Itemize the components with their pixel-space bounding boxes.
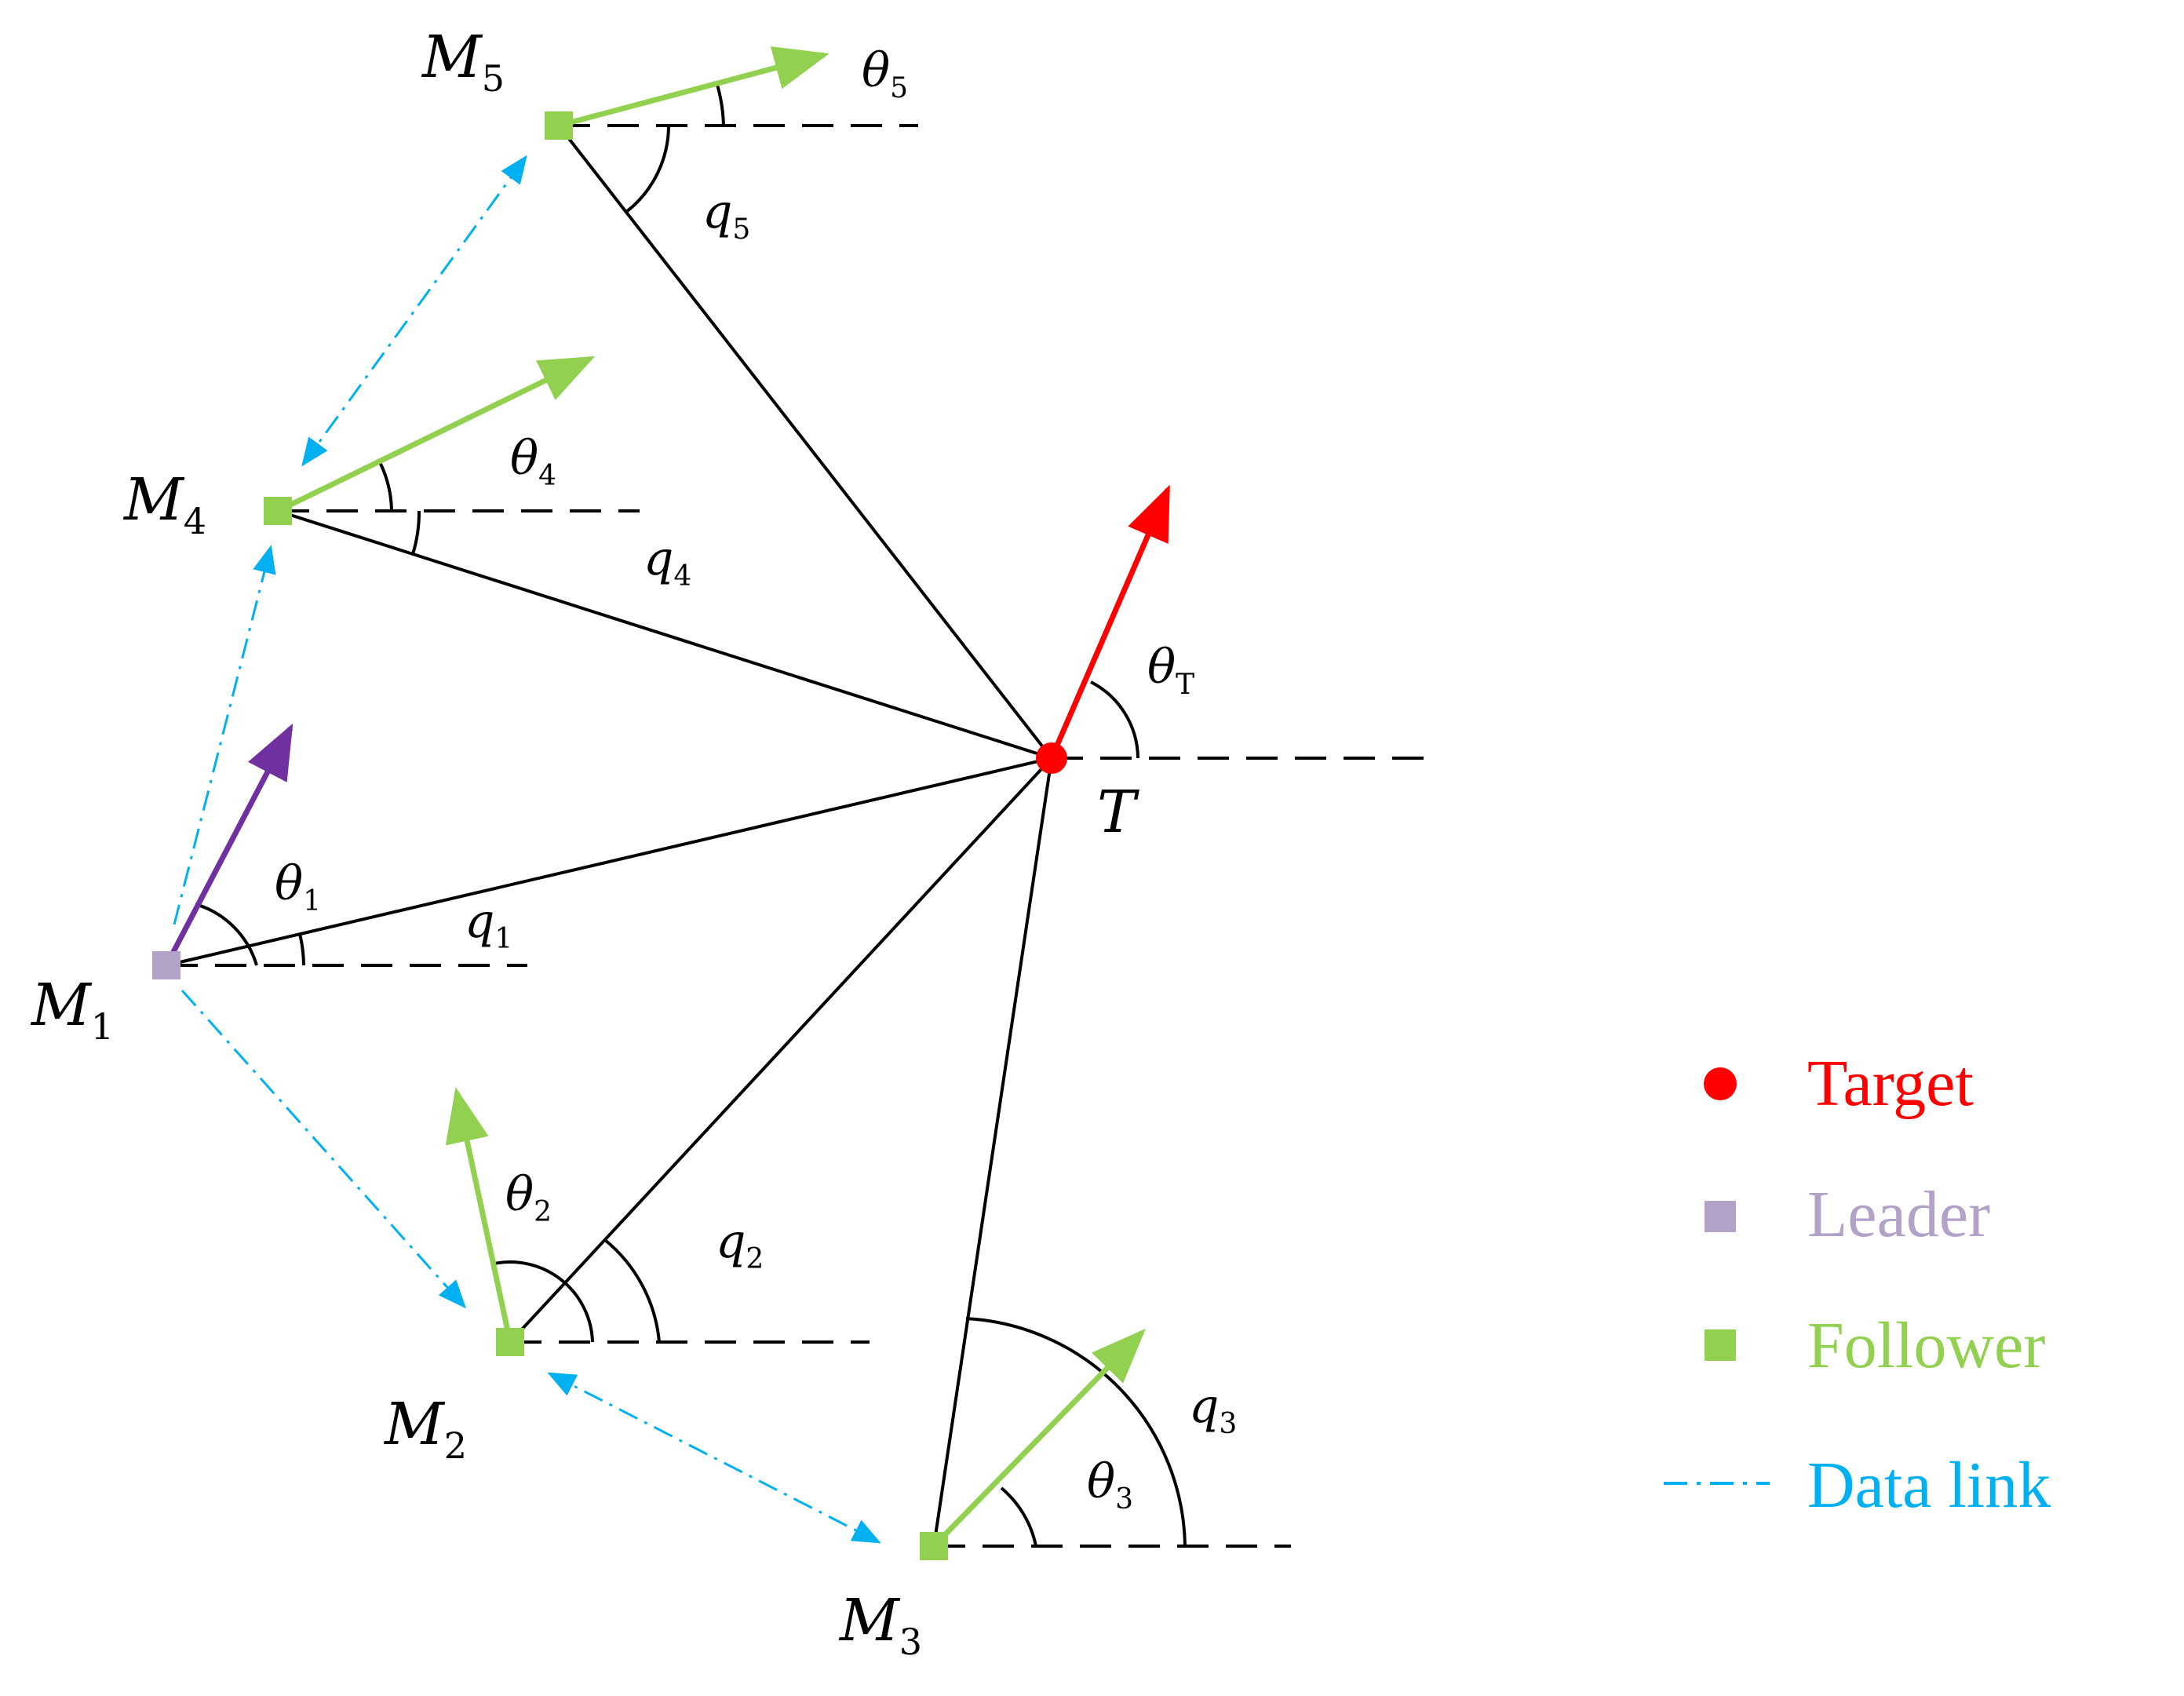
arc-theta5: [716, 84, 725, 126]
label-theta5: θ5: [862, 43, 908, 104]
los-m2: [509, 757, 1053, 1344]
label-q2: q2: [716, 1214, 764, 1275]
label-q1: q1: [465, 894, 512, 955]
node-markers: [152, 111, 1067, 1560]
legend-target-label: Target: [1807, 1047, 1974, 1120]
label-thetaT: θT: [1147, 640, 1194, 701]
label-theta4: θ4: [510, 431, 556, 492]
los-m3: [932, 757, 1053, 1547]
follower-marker-m4: [264, 497, 292, 525]
arc-q5: [625, 125, 670, 213]
arc-q4: [411, 510, 421, 555]
label-theta3: θ3: [1087, 1454, 1133, 1515]
reference-lines: [166, 124, 1436, 1548]
data-link-m1-m4: [173, 545, 276, 925]
velocity-arrow-m2: [445, 1087, 513, 1343]
angle-arcs: [195, 84, 1187, 1547]
label-theta1: θ1: [275, 856, 321, 917]
arc-theta1: [195, 903, 258, 966]
legend-leader-label: Leader: [1807, 1178, 1990, 1251]
label-q5: q5: [702, 184, 750, 246]
data-link-m4-m5: [301, 155, 527, 467]
legend-data-link-label: Data link: [1807, 1449, 2051, 1522]
data-links: [173, 155, 881, 1544]
label-target: T: [1097, 779, 1139, 846]
arc-q3: [965, 1317, 1187, 1547]
legend-leader-marker: [1705, 1201, 1736, 1232]
node-labels: M5 M4 M1 M2 M3 T: [30, 24, 1139, 1663]
label-theta2: θ2: [505, 1167, 552, 1228]
arc-theta2: [494, 1260, 594, 1343]
legend-item-target: Target: [1704, 1047, 1974, 1120]
legend-item-follower: Follower: [1705, 1309, 2045, 1382]
label-q4: q4: [644, 531, 691, 593]
velocity-arrow-m1: [163, 723, 294, 967]
los-m4: [277, 509, 1052, 760]
arc-thetaT: [1090, 680, 1139, 759]
arc-theta4: [378, 461, 393, 512]
data-link-m2-m3: [547, 1372, 881, 1544]
arc-theta3: [1000, 1486, 1037, 1547]
target-marker: [1036, 742, 1067, 774]
legend-target-marker: [1704, 1067, 1737, 1100]
leader-marker-m1: [152, 951, 180, 979]
legend: Target Leader Follower Data link: [1664, 1047, 2051, 1522]
follower-marker-m2: [496, 1328, 524, 1356]
label-m1: M1: [30, 972, 114, 1048]
legend-item-data-link: Data link: [1664, 1449, 2051, 1522]
line-of-sight-lines: [166, 124, 1053, 1547]
arc-q2: [603, 1238, 661, 1343]
arc-q1: [298, 933, 305, 966]
velocity-arrow-m4: [276, 356, 596, 514]
data-link-m1-m2: [180, 990, 466, 1309]
label-m2: M2: [383, 1391, 467, 1467]
los-m1: [166, 757, 1052, 967]
los-m5: [557, 124, 1053, 760]
label-m3: M3: [838, 1587, 922, 1663]
label-q3: q3: [1189, 1379, 1237, 1440]
velocity-arrow-target: [1048, 484, 1171, 760]
label-m4: M4: [122, 466, 206, 542]
legend-follower-marker: [1705, 1329, 1736, 1361]
legend-item-leader: Leader: [1705, 1178, 1990, 1251]
velocity-arrow-m3: [932, 1328, 1146, 1548]
velocity-arrow-m5: [558, 46, 829, 129]
legend-follower-label: Follower: [1807, 1309, 2045, 1382]
follower-marker-m5: [545, 111, 573, 140]
label-m5: M5: [421, 24, 505, 100]
velocity-arrows: [163, 46, 1171, 1548]
follower-marker-m3: [920, 1532, 948, 1560]
angle-labels: θ5 q5 θ4 q4 θT θ1 q1 θ2 q2 q3 θ3: [275, 43, 1237, 1515]
